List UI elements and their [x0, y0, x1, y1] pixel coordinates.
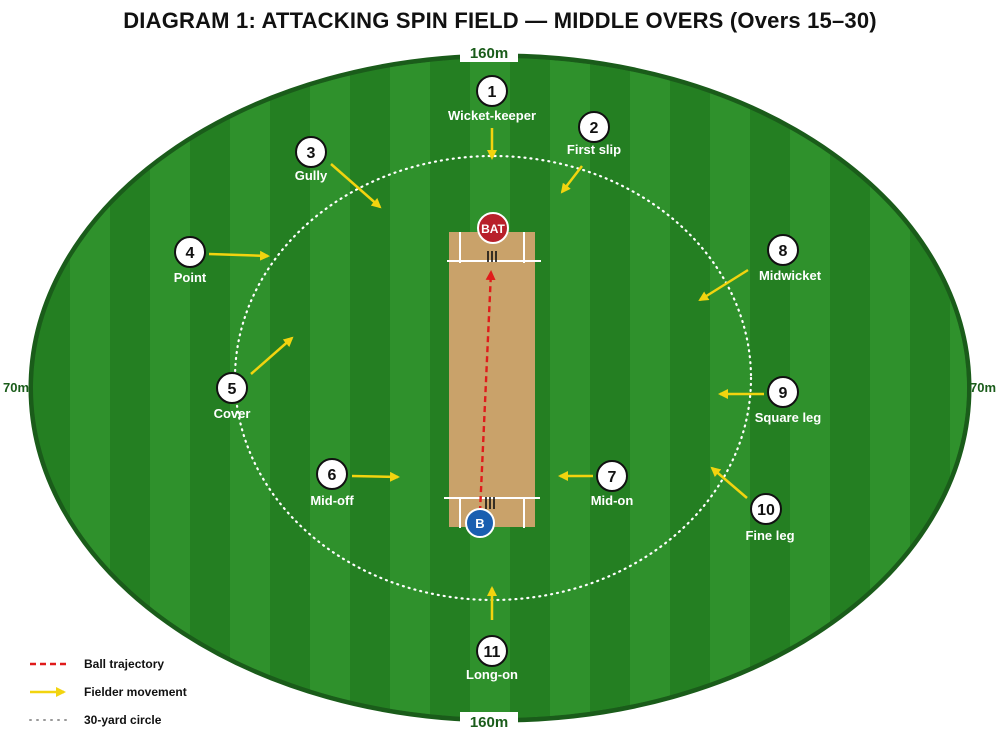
fielder-name: Wicket-keeper [448, 108, 536, 123]
grass-stripe [550, 58, 590, 718]
fielder-movement-arrows [208, 128, 764, 620]
movement-arrow-5 [250, 336, 294, 375]
fielder-number: 4 [186, 245, 195, 262]
fielder-number: 6 [328, 467, 337, 484]
dimension-right: 70m [970, 380, 996, 395]
batting-stumps [487, 251, 497, 262]
movement-arrow-8 [698, 268, 749, 302]
fielder-marker [596, 460, 628, 492]
batter-badge-label: BAT [481, 222, 505, 236]
fielder-marker [174, 236, 206, 268]
fielder-number: 8 [779, 243, 788, 260]
bowling-crease [444, 497, 540, 528]
fielder-name: Mid-on [591, 493, 634, 508]
grass-stripe [390, 58, 430, 718]
movement-arrow-6 [351, 471, 400, 482]
fielder-name: Fine leg [745, 528, 794, 543]
ball-trajectory [478, 270, 496, 513]
fielder-marker [578, 111, 610, 143]
fielder-marker [767, 234, 799, 266]
legend: Ball trajectory Fielder movement 30-yard… [29, 657, 187, 727]
fielder-number: 5 [228, 381, 237, 398]
fielder-marker [476, 75, 508, 107]
movement-arrow-2 [560, 165, 583, 194]
grass-stripe [150, 58, 190, 718]
legend-trajectory-label: Ball trajectory [84, 657, 164, 671]
fielder-number: 7 [608, 469, 617, 486]
fielder-number: 2 [590, 120, 599, 137]
legend-movement-label: Fielder movement [84, 685, 187, 699]
fielder-marker [295, 136, 327, 168]
fielder-number: 11 [484, 644, 501, 661]
grass-stripe [310, 58, 350, 718]
fielder-number: 10 [757, 502, 775, 519]
legend-circle-label: 30-yard circle [84, 713, 162, 727]
fielder-marker [476, 635, 508, 667]
batter-badge: BAT [477, 212, 509, 244]
fielder-marker [767, 376, 799, 408]
grass-stripe [870, 58, 910, 718]
fielder-marker [316, 458, 348, 490]
pitch-strip [449, 232, 535, 527]
fielder-number: 1 [488, 84, 497, 101]
fielder-number: 9 [779, 385, 788, 402]
grass-stripe [710, 58, 750, 718]
fielder-name: First slip [567, 142, 621, 157]
fielder-number: 3 [307, 145, 316, 162]
fielder-name: Midwicket [759, 268, 822, 283]
fielder-name: Gully [295, 168, 328, 183]
fielder-name: Square leg [755, 410, 822, 425]
bowler-badge-label: B [475, 516, 484, 531]
dimension-top: 160m [470, 45, 508, 62]
grass-stripe [70, 58, 110, 718]
bowler-badge: B [465, 508, 495, 538]
movement-arrow-3 [330, 163, 382, 209]
dimension-left: 70m [3, 380, 29, 395]
fielder-name: Point [174, 270, 207, 285]
bowling-stumps [485, 497, 495, 509]
fielder-marker [216, 372, 248, 404]
diagram-title: DIAGRAM 1: ATTACKING SPIN FIELD — MIDDLE… [123, 8, 877, 33]
fielder-name: Mid-off [310, 493, 354, 508]
fielder-name: Long-on [466, 667, 518, 682]
dimension-bottom: 160m [470, 714, 508, 731]
fielder-name: Cover [214, 406, 251, 421]
batting-crease [447, 232, 541, 263]
fielder-marker [750, 493, 782, 525]
movement-arrow-4 [208, 250, 270, 261]
grass-stripe [630, 58, 670, 718]
movement-arrow-10 [710, 466, 748, 499]
